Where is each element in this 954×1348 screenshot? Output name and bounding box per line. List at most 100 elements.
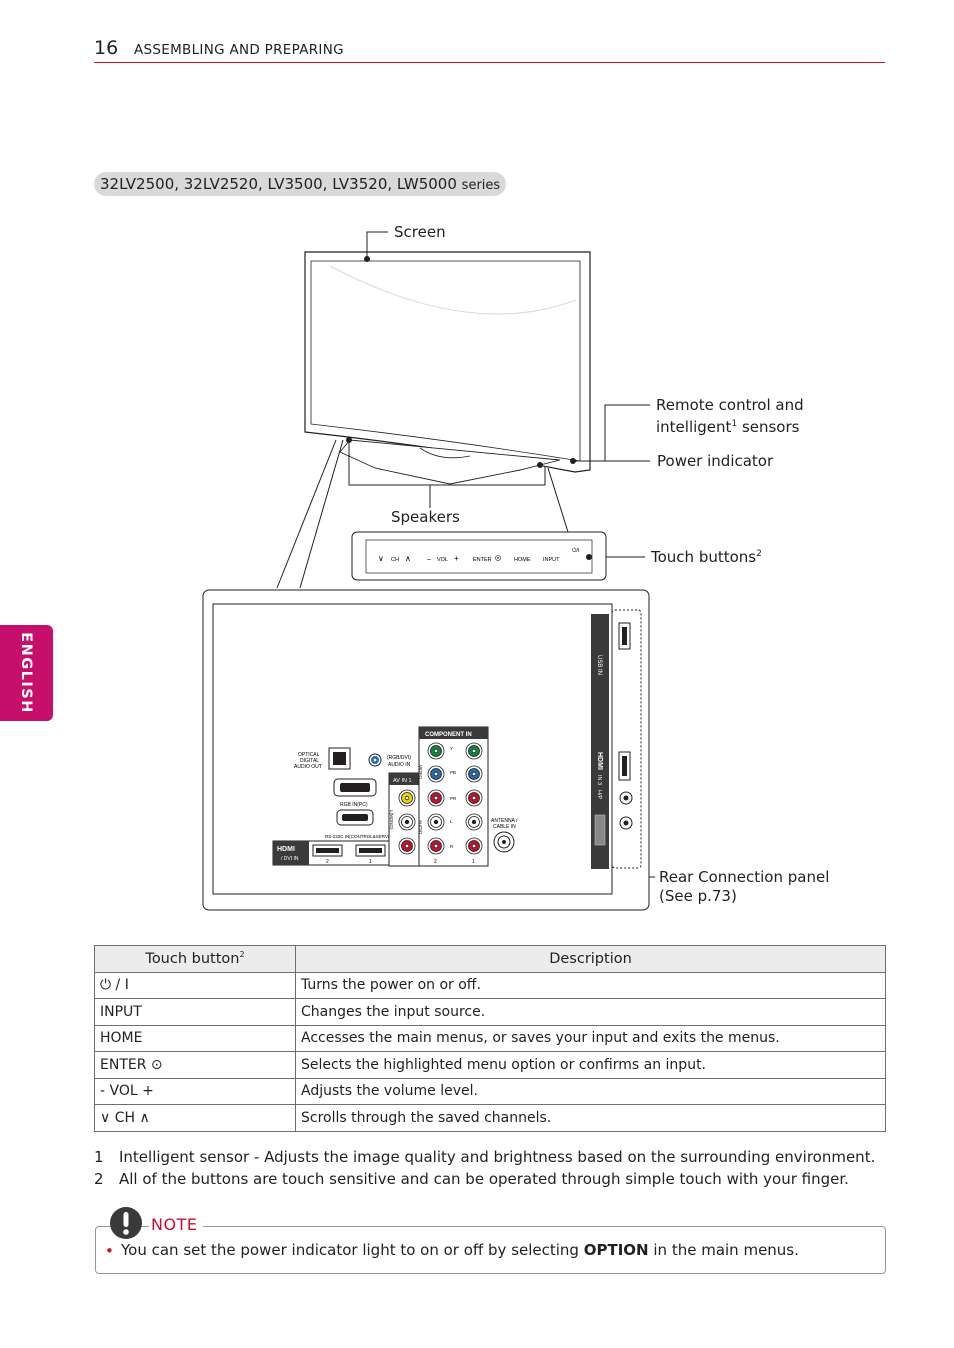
aud-l-label: L [450, 819, 453, 824]
callout-remote-line2b: sensors [737, 418, 800, 436]
footnote: 1 Intelligent sensor - Adjusts the image … [94, 1146, 875, 1168]
table-cell-button: HOME [94, 1024, 296, 1052]
note-bullet: • [105, 1242, 114, 1260]
rgb-audio-label-1: (RGB/DVI) [387, 755, 411, 761]
tv-diagram: ∨ CH ∧ – VOL + ENTER HOME INPUT ⏻/I USB … [202, 231, 655, 911]
audio-label: AUDIO [418, 820, 423, 835]
table-cell-description: Scrolls through the saved channels. [295, 1104, 886, 1132]
comp-num-1: 1 [472, 859, 475, 865]
table-header-row: Touch button2 Description [94, 945, 886, 973]
note-text-after: in the main menus. [648, 1241, 799, 1259]
note-option-keyword: OPTION [583, 1241, 649, 1259]
section-title: ASSEMBLING AND PREPARING [134, 42, 344, 58]
touch-power-label: ⏻/I [572, 547, 580, 554]
svg-text:∧: ∧ [405, 554, 411, 563]
aud-r-label: R [450, 844, 454, 849]
table-cell-button: - VOL + [94, 1077, 296, 1105]
antenna-label-1: ANTENNA / [491, 818, 518, 824]
table-cell-button: INPUT [94, 998, 296, 1026]
table-header-sup: 2 [239, 950, 245, 960]
mono-label: L(MONO) [389, 810, 394, 830]
table-cell-button: ∨ CH ∧ [94, 1104, 296, 1132]
callout-remote-sup: 1 [731, 419, 738, 429]
table-cell-description: Accesses the main menus, or saves your i… [295, 1024, 886, 1052]
table-cell-description: Selects the highlighted menu option or c… [295, 1051, 886, 1079]
callout-touch-sup: 2 [756, 549, 762, 559]
series-suffix: series [461, 178, 501, 193]
callout-rear-panel: Rear Connection panel (See p.73) [659, 868, 829, 906]
table-row: ∨ CH ∧Scrolls through the saved channels… [94, 1104, 886, 1132]
video-label: VIDEO [418, 765, 423, 780]
touch-panel: ∨ CH ∧ – VOL + ENTER HOME INPUT ⏻/I [351, 531, 607, 581]
av-in-label: AV IN 1 [393, 778, 412, 784]
callout-power-indicator: Power indicator [657, 452, 774, 470]
series-title: 32LV2500, 32LV2520, LV3500, LV3520, LW50… [94, 172, 507, 196]
callout-remote-sensors: Remote control and intelligent1 sensors [656, 396, 804, 437]
note-box [95, 1226, 886, 1274]
callout-speakers: Speakers [391, 508, 460, 526]
touch-enter-label: ENTER [473, 557, 492, 563]
series-models: 32LV2500, 32LV2520, LV3500, LV3520, LW50… [100, 175, 457, 193]
rs232-label: RS-232C IN(CONTROL&SERVICE) [325, 834, 397, 839]
tv-illustration [304, 251, 591, 485]
callout-touch-label: Touch buttons [651, 548, 757, 566]
note-text: You can set the power indicator light to… [121, 1241, 799, 1259]
note-label: NOTE [149, 1215, 204, 1234]
touch-home-label: HOME [514, 557, 531, 563]
hdmi-dvi-label: / DVI IN [281, 856, 299, 862]
warning-icon [110, 1207, 142, 1239]
comp-pb-label: PB [450, 770, 456, 775]
optical-label-2: DIGITAL [300, 758, 319, 764]
header-rule [94, 62, 885, 63]
rear-connection-panel: USB IN HDMI IN 3 H/P OPTICAL DIGITAL AUD… [202, 589, 650, 911]
hdmi3-label: IN 3 [596, 775, 602, 785]
callout-remote-line1: Remote control and [656, 396, 804, 414]
optical-label-3: AUDIO OUT [294, 764, 322, 770]
usb-label: USB IN [596, 655, 602, 675]
footnote-text: All of the buttons are touch sensitive a… [119, 1170, 849, 1188]
language-tab: ENGLISH [0, 625, 53, 721]
table-cell-description: Adjusts the volume level. [295, 1077, 886, 1105]
callout-rear-line2: (See p.73) [659, 887, 737, 905]
svg-text:HDMI: HDMI [277, 846, 295, 853]
footnote-number: 2 [94, 1170, 104, 1188]
callout-screen: Screen [394, 223, 446, 241]
comp-y-label: Y [450, 746, 453, 751]
footnote-text: Intelligent sensor - Adjusts the image q… [119, 1148, 876, 1166]
hdmi-side-label: HDMI [596, 752, 603, 770]
callout-touch-buttons: Touch buttons2 [651, 545, 762, 567]
touch-vol-label: VOL [437, 557, 448, 563]
rgb-pc-label: RGB IN(PC) [340, 802, 368, 808]
table-row: ENTER ⊙Selects the highlighted menu opti… [94, 1051, 886, 1079]
table-row: - VOL +Adjusts the volume level. [94, 1077, 886, 1105]
hdmi-num-2: 2 [326, 859, 329, 865]
svg-text:+: + [454, 554, 459, 563]
table-header-button: Touch button2 [94, 945, 296, 973]
headphone-label: H/P [596, 790, 602, 800]
hdmi-num-1: 1 [369, 859, 372, 865]
table-header-description: Description [295, 945, 886, 973]
svg-text:–: – [427, 556, 431, 563]
leader-lines [276, 231, 655, 878]
callout-remote-line2a: intelligent [656, 418, 732, 436]
comp-num-2: 2 [434, 859, 437, 865]
footnote: 2 All of the buttons are touch sensitive … [94, 1168, 849, 1190]
touch-input-label: INPUT [543, 557, 560, 563]
svg-text:∨: ∨ [378, 554, 384, 563]
table-cell-button: ENTER ⊙ [94, 1051, 296, 1079]
table-header-button-label: Touch button [145, 951, 240, 968]
rgb-audio-label-2: AUDIO IN [388, 762, 411, 768]
footnote-number: 1 [94, 1148, 104, 1166]
table-cell-description: Changes the input source. [295, 998, 886, 1026]
antenna-label-2: CABLE IN [493, 824, 516, 830]
table-cell-button: ⏻ / I [94, 971, 296, 999]
comp-pr-label: PR [450, 796, 457, 801]
touch-ch-label: CH [391, 557, 399, 563]
callout-rear-line1: Rear Connection panel [659, 868, 830, 886]
note-text-before: You can set the power indicator light to… [121, 1241, 584, 1259]
table-cell-description: Turns the power on or off. [295, 971, 886, 999]
